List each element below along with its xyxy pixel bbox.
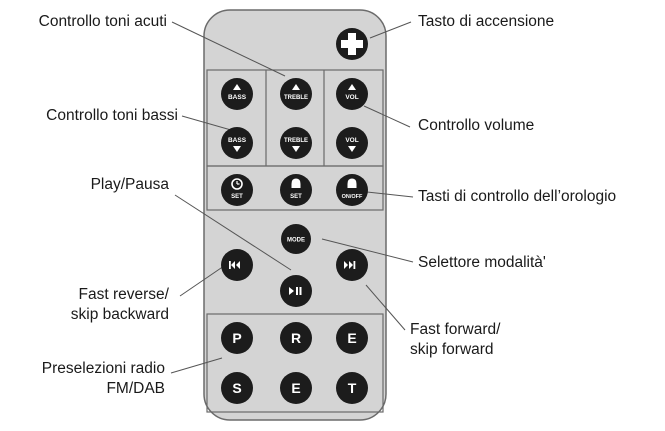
preset-key-label: R <box>291 330 301 346</box>
treble-down-button[interactable]: TREBLE <box>280 127 312 159</box>
skip-forward-button[interactable] <box>336 249 368 281</box>
volume-down-button[interactable]: VOL <box>336 127 368 159</box>
triangle-up-icon <box>233 84 241 90</box>
label-presets-line1: Preselezioni radio <box>41 360 165 377</box>
leader-line-bass <box>181 115 232 131</box>
preset-button-4[interactable]: S <box>221 372 253 404</box>
leader-line-play-pause <box>174 194 292 271</box>
bell-icon <box>347 178 357 188</box>
remote-body <box>203 9 387 421</box>
leader-line-mode <box>321 238 414 263</box>
triangle-down-icon <box>348 146 356 152</box>
skip-backward-icon <box>229 261 240 269</box>
preset-button-2[interactable]: R <box>280 322 312 354</box>
volume-down-label: VOL <box>345 137 358 144</box>
preset-key-label: E <box>347 330 356 346</box>
clock-panel <box>206 165 384 211</box>
preset-button-1[interactable]: P <box>221 322 253 354</box>
treble-up-button[interactable]: TREBLE <box>280 78 312 110</box>
play-pause-icon <box>289 287 302 295</box>
preset-key-label: P <box>232 330 241 346</box>
leader-line-volume <box>363 105 411 128</box>
skip-backward-button[interactable] <box>221 249 253 281</box>
bass-up-label: BASS <box>228 94 247 101</box>
leader-line-presets <box>170 357 223 374</box>
label-fast-forward: Fast forward/ skip forward <box>410 320 500 360</box>
skip-forward-icon <box>344 261 356 269</box>
leader-lines <box>170 21 414 374</box>
label-treble-control: Controllo toni acuti <box>38 13 167 30</box>
label-clock-keys: Tasti di controllo dell’orologio <box>418 188 617 205</box>
mode-label: MODE <box>287 238 305 244</box>
leader-line-fast-forward <box>365 284 406 331</box>
label-bass-control: Controllo toni bassi <box>46 107 178 124</box>
treble-down-label: TREBLE <box>284 138 308 144</box>
triangle-down-icon <box>292 146 300 152</box>
triangle-up-icon <box>348 84 356 90</box>
bass-down-button[interactable]: BASS <box>221 127 253 159</box>
label-fast-forward-line2: skip forward <box>410 341 494 358</box>
mode-button[interactable]: MODE <box>281 224 311 254</box>
bass-down-label: BASS <box>228 137 247 144</box>
preset-button-6[interactable]: T <box>336 372 368 404</box>
treble-up-label: TREBLE <box>284 95 308 101</box>
preset-key-label: E <box>291 380 300 396</box>
label-play-pause: Play/Pausa <box>90 176 169 193</box>
label-fast-reverse: Fast reverse/ skip backward <box>71 285 169 325</box>
play-pause-button[interactable] <box>280 275 312 307</box>
alarm-on-off-button[interactable]: ON/OFF <box>336 174 368 206</box>
bell-icon <box>291 178 301 188</box>
preset-button-5[interactable]: E <box>280 372 312 404</box>
label-mode-selector: Selettore modalità' <box>418 254 546 271</box>
leader-line-power <box>369 21 412 39</box>
label-power-key: Tasto di accensione <box>418 13 555 30</box>
label-presets: Preselezioni radio FM/DAB <box>42 359 165 399</box>
alarm-set-button[interactable]: SET <box>280 174 312 206</box>
leader-line-treble <box>171 21 286 77</box>
clock-set-button[interactable]: SET <box>221 174 253 206</box>
triangle-down-icon <box>233 146 241 152</box>
volume-up-button[interactable]: VOL <box>336 78 368 110</box>
preset-key-label: T <box>348 380 357 396</box>
label-fast-reverse-line1: Fast reverse/ <box>78 286 169 303</box>
clock-set-label: SET <box>231 194 243 200</box>
power-button[interactable] <box>336 28 368 60</box>
label-fast-reverse-line2: skip backward <box>70 306 169 323</box>
label-presets-line2: FM/DAB <box>106 380 165 397</box>
preset-key-label: S <box>232 380 241 396</box>
leader-line-fast-reverse <box>179 265 225 297</box>
label-fast-forward-line1: Fast forward/ <box>410 321 501 338</box>
triangle-up-icon <box>292 84 300 90</box>
preset-panel <box>206 313 384 413</box>
label-volume-control: Controllo volume <box>418 117 535 134</box>
volume-up-label: VOL <box>345 94 358 101</box>
bass-up-button[interactable]: BASS <box>221 78 253 110</box>
leader-line-clock <box>366 191 414 198</box>
preset-button-3[interactable]: E <box>336 322 368 354</box>
alarm-on-off-label: ON/OFF <box>342 194 363 200</box>
alarm-set-label: SET <box>290 194 302 200</box>
clock-icon <box>231 178 243 190</box>
